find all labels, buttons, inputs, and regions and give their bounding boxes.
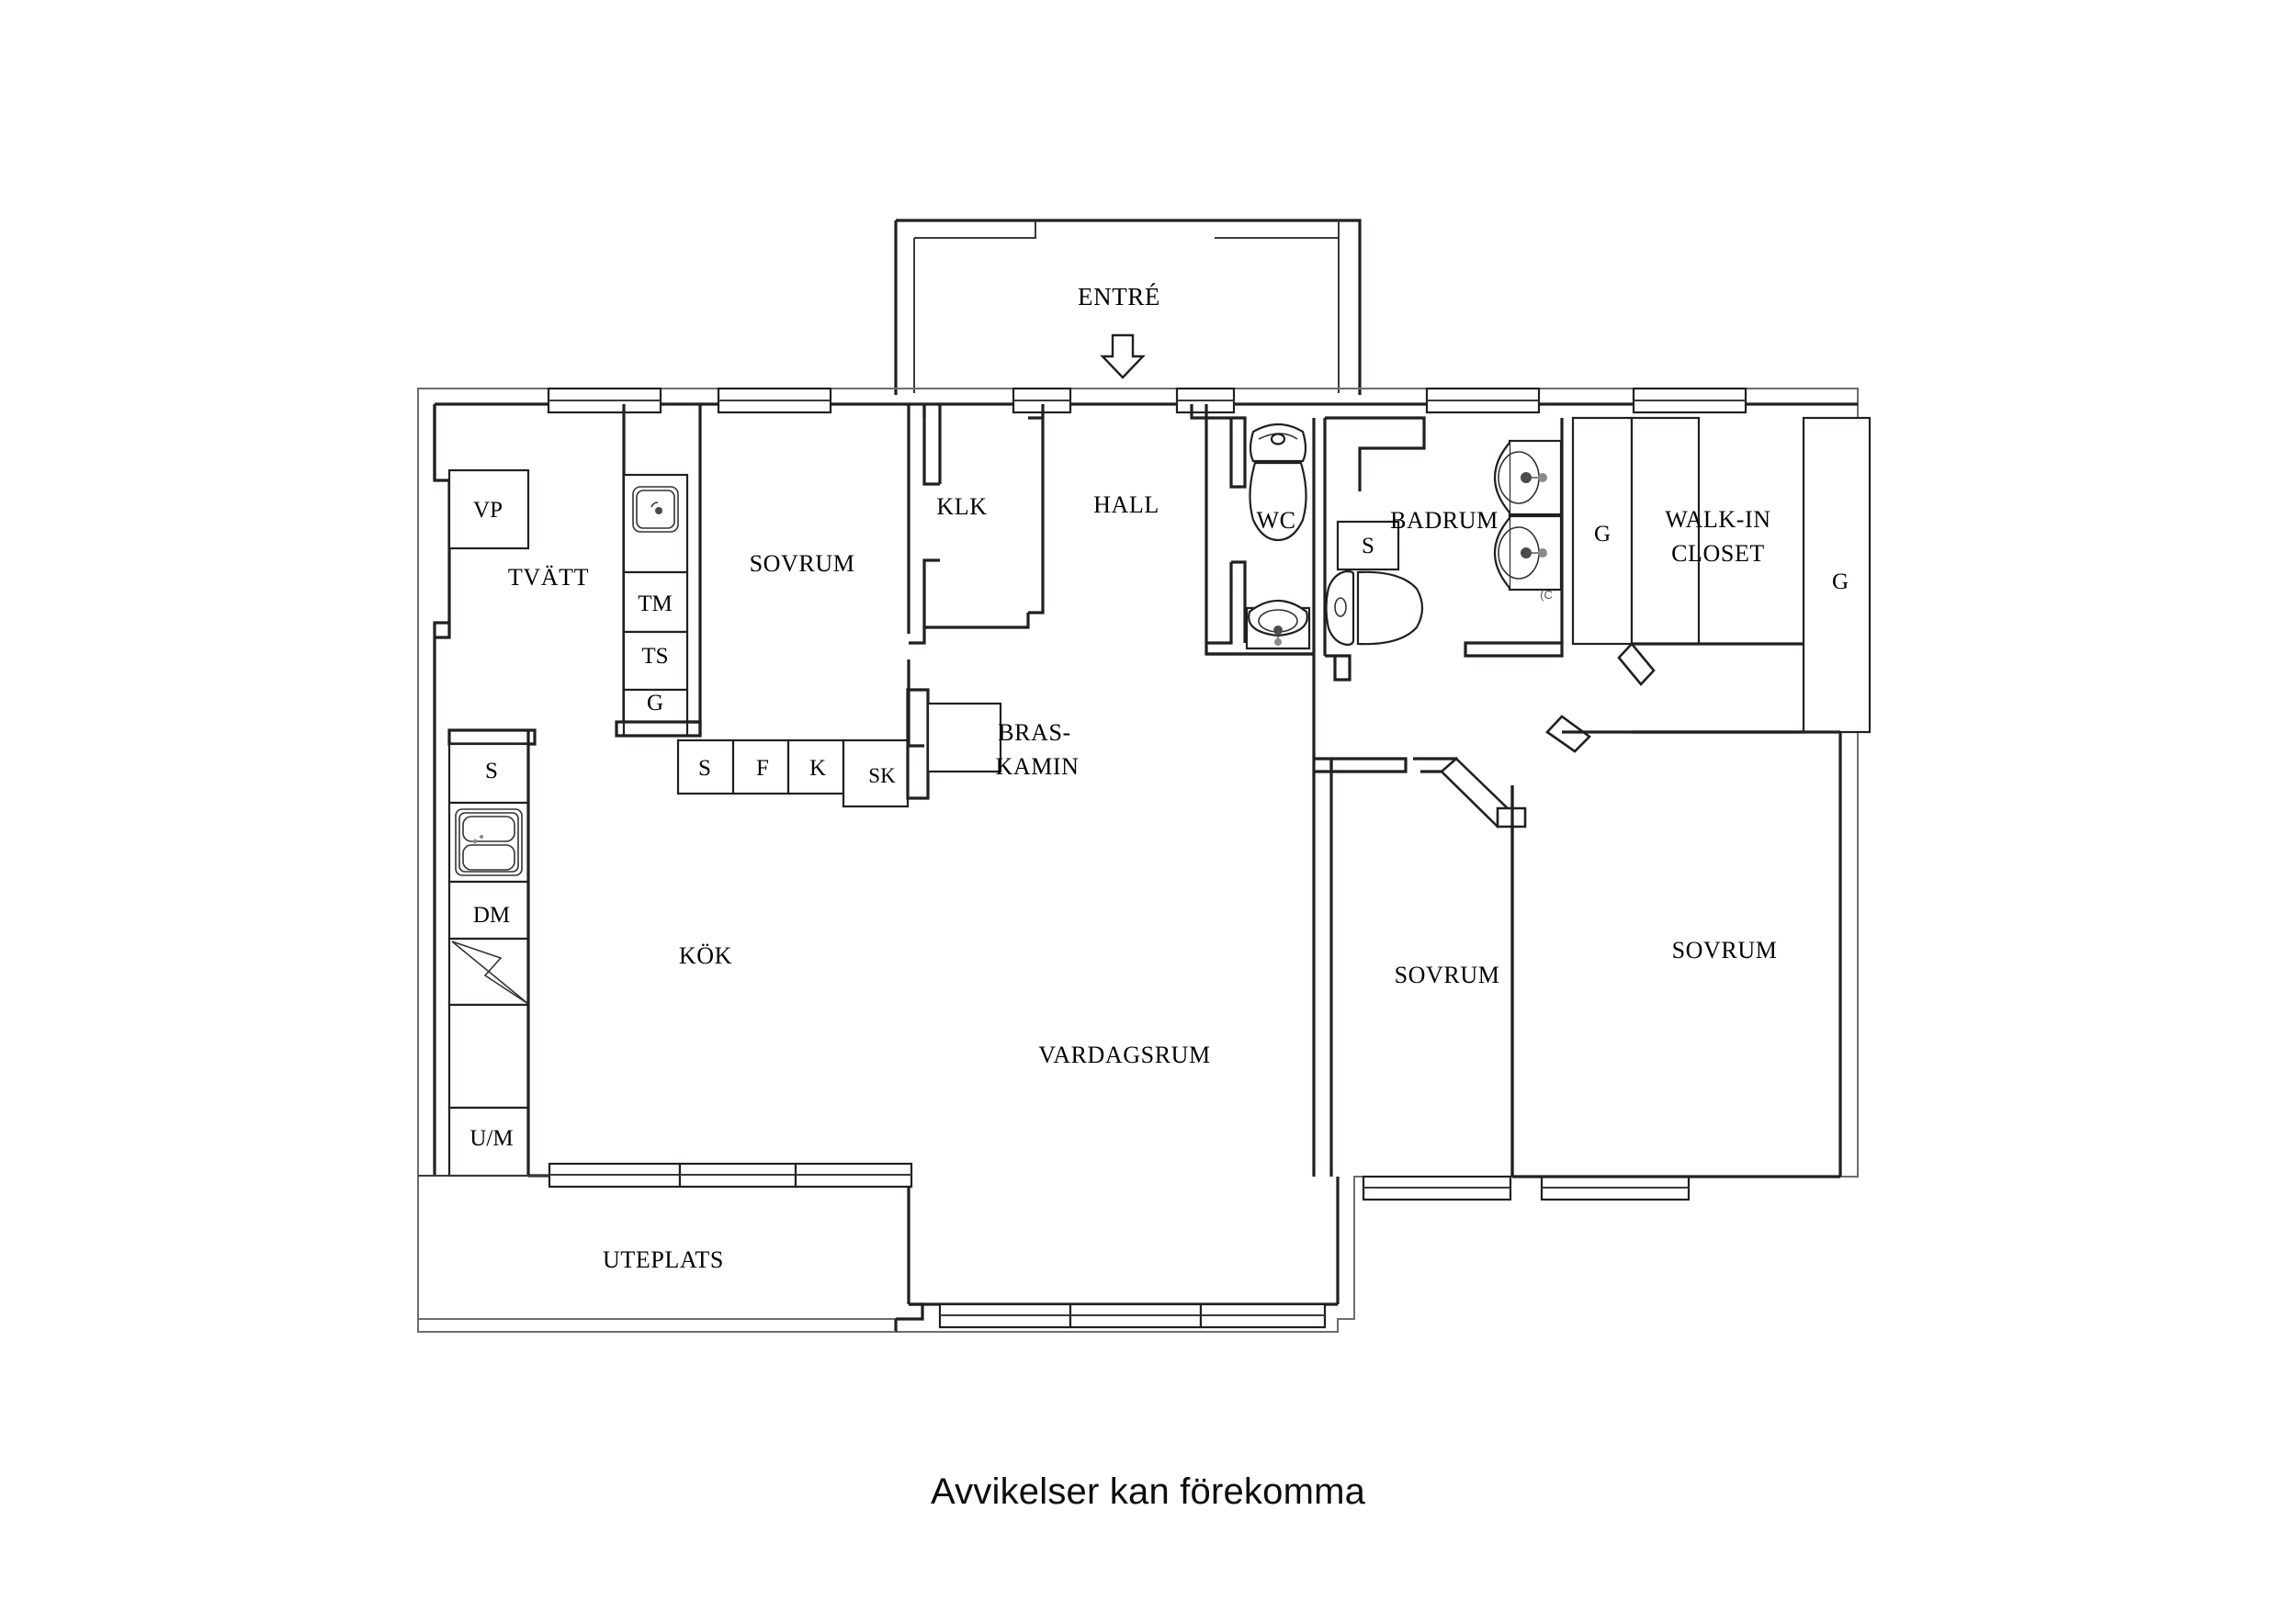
appliance-label-s-kok: S <box>485 759 498 783</box>
room-label-walk-in: WALK-IN <box>1665 506 1770 533</box>
room-label-closet: CLOSET <box>1671 540 1765 567</box>
wc-room <box>1205 416 1316 656</box>
window <box>1175 387 1236 414</box>
toilet-icon-wc <box>1249 423 1307 542</box>
window <box>1199 1302 1327 1329</box>
entre-room <box>894 219 1362 395</box>
window <box>1632 387 1747 414</box>
appliance-label-ts: TS <box>641 644 668 669</box>
sovrum-3-room <box>1510 730 1842 1201</box>
cabinet-unit <box>447 1003 530 1110</box>
room-label-wc: WC <box>1256 507 1295 534</box>
building-outline <box>417 388 1859 1333</box>
room-label-vardagsrum: VARDAGSRUM <box>1038 1042 1211 1068</box>
window-group-kitchen-south <box>548 1162 913 1189</box>
window <box>547 387 662 414</box>
window-group-south <box>938 1302 1327 1329</box>
room-label-uteplats: UTEPLATS <box>603 1246 724 1273</box>
double-basin-unit <box>1493 439 1563 592</box>
g-unit-laundry <box>622 688 689 738</box>
window <box>548 1162 682 1189</box>
k-cabinet-kitchen <box>786 738 845 795</box>
uteplats-area <box>417 1175 896 1333</box>
sk-cabinet-kitchen <box>842 738 910 808</box>
appliance-label-k-b: K <box>809 756 826 781</box>
appliance-label-g-wic: G <box>1832 569 1849 594</box>
floor-drain-annotation: (C <box>1540 588 1553 602</box>
appliance-label-s-b: S <box>698 756 711 781</box>
entrance-direction-arrow <box>1100 333 1146 379</box>
stove-icon <box>455 808 523 876</box>
kok-vardagsrum-room <box>528 652 1333 1178</box>
door-swing-wic <box>1617 642 1656 686</box>
appliance-label-tm: TM <box>638 592 673 616</box>
tvatt-room <box>433 404 700 724</box>
window <box>794 1162 913 1189</box>
s-unit-kitchen <box>447 742 530 805</box>
badrum-room <box>1323 416 1634 682</box>
laundry-appliance-stack <box>615 473 702 738</box>
klk-room <box>909 404 1045 645</box>
window <box>1425 387 1541 414</box>
door-swing-hall-lower <box>1545 715 1591 753</box>
appliance-label-f-b: F <box>756 756 769 781</box>
um-unit <box>447 1106 530 1178</box>
f-cabinet-kitchen <box>731 738 790 795</box>
hall-room <box>1041 404 1208 643</box>
room-label-kok: KÖK <box>679 942 732 969</box>
appliance-label-sk-b: SK <box>868 764 896 787</box>
kitchen-left-appliance-stack <box>447 728 537 1178</box>
room-labels: ENTRÉ TVÄTT SOVRUM KLK HALL WC BADRUM WA… <box>508 283 1778 1273</box>
window <box>1069 1302 1203 1329</box>
appliance-labels: VP TM TS G S DM U/M S F K SK S G G <box>469 498 1849 1151</box>
window <box>1540 1175 1691 1201</box>
room-label-tvatt: TVÄTT <box>508 564 589 591</box>
room-label-sovrum-1: SOVRUM <box>750 550 855 577</box>
room-label-braskamin-1: BRAS- <box>998 719 1071 746</box>
room-label-sovrum-2: SOVRUM <box>1395 962 1500 988</box>
room-label-badrum: BADRUM <box>1390 507 1499 534</box>
g-wardrobe-left <box>1630 416 1701 646</box>
window <box>678 1162 797 1189</box>
room-label-entre: ENTRÉ <box>1078 283 1160 310</box>
washbasin-icon-wc <box>1245 600 1311 650</box>
window <box>938 1302 1072 1329</box>
appliance-label-dm: DM <box>473 903 510 928</box>
extractor-fan-unit <box>447 937 530 1007</box>
room-label-sovrum-3: SOVRUM <box>1672 937 1778 964</box>
room-label-hall: HALL <box>1093 491 1159 518</box>
toilet-icon-badrum <box>1325 569 1424 647</box>
plan-caption: Avvikelser kan förekomma <box>930 1471 1366 1512</box>
sink-icon <box>632 486 679 533</box>
fireplace-unit <box>926 702 1002 773</box>
appliance-label-vp: VP <box>473 498 503 523</box>
appliance-label-g-bad: G <box>1594 522 1611 547</box>
window <box>1362 1175 1512 1201</box>
window <box>717 387 832 414</box>
g-closet-badrum <box>1571 416 1634 646</box>
appliance-label-s-wc: S <box>1362 534 1374 558</box>
annotation-labels: (C <box>1540 588 1553 602</box>
s-cabinet-badrum <box>1336 520 1400 571</box>
room-label-klk: KLK <box>936 493 987 520</box>
appliance-label-g-tv: G <box>647 691 663 716</box>
tm-unit <box>622 570 689 634</box>
vp-unit <box>447 468 530 550</box>
room-label-braskamin-2: KAMIN <box>995 753 1079 780</box>
appliance-label-um: U/M <box>469 1126 513 1151</box>
window-group-top <box>547 387 1747 414</box>
